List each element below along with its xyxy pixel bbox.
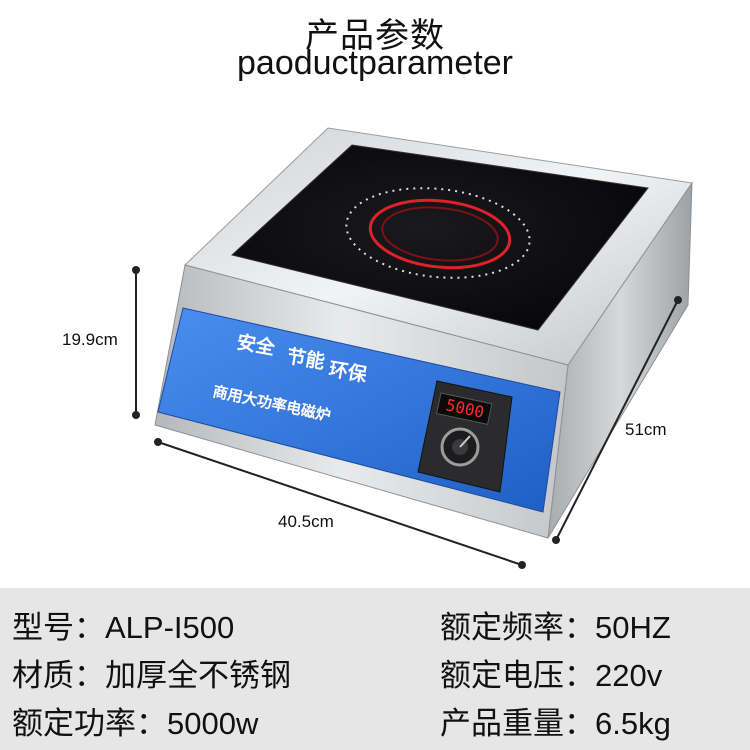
spec-label: 额定电压： [440,658,595,694]
glass-plate [230,144,649,331]
dimension-height-line [132,266,140,419]
spec-material: 材质：加厚全不锈钢 [12,650,291,695]
spec-value: 220v [595,658,663,693]
spec-label: 产品重量： [440,706,595,742]
burner-dotted-ring [345,187,531,279]
spec-label: 型号： [12,610,105,646]
dimension-depth-line [552,296,682,544]
dimension-width-line [154,438,526,569]
spec-model: 型号：ALP-I500 [12,602,234,647]
spec-value: 50HZ [595,610,671,645]
heating-ring [368,198,512,270]
spec-table: 型号：ALP-I500 材质：加厚全不锈钢 额定功率：5000w 额定频率：50… [0,588,750,750]
spec-label: 材质： [12,658,105,694]
spec-rated-voltage: 额定电压：220v [440,650,662,695]
dimension-height-label: 19.9cm [62,330,118,349]
spec-value: ALP-I500 [105,610,235,645]
spec-value: 6.5kg [595,706,671,741]
title-english: paoductparameter [237,44,513,82]
product-image: 安全 节能 环保 商用大功率电磁炉 5000 [132,127,693,569]
spec-label: 额定功率： [12,706,167,742]
spec-label: 额定频率： [440,610,595,646]
led-display [436,392,493,425]
spec-value: 加厚全不锈钢 [105,658,291,694]
spec-value: 5000w [167,706,259,741]
spec-rated-power: 额定功率：5000w [12,698,258,743]
spec-rated-frequency: 额定频率：50HZ [440,602,671,647]
dimension-depth-label: 51cm [625,420,667,439]
title-chinese: 产品参数 [305,16,445,56]
dimension-width-label: 40.5cm [278,512,334,531]
spec-weight: 产品重量：6.5kg [440,698,671,743]
